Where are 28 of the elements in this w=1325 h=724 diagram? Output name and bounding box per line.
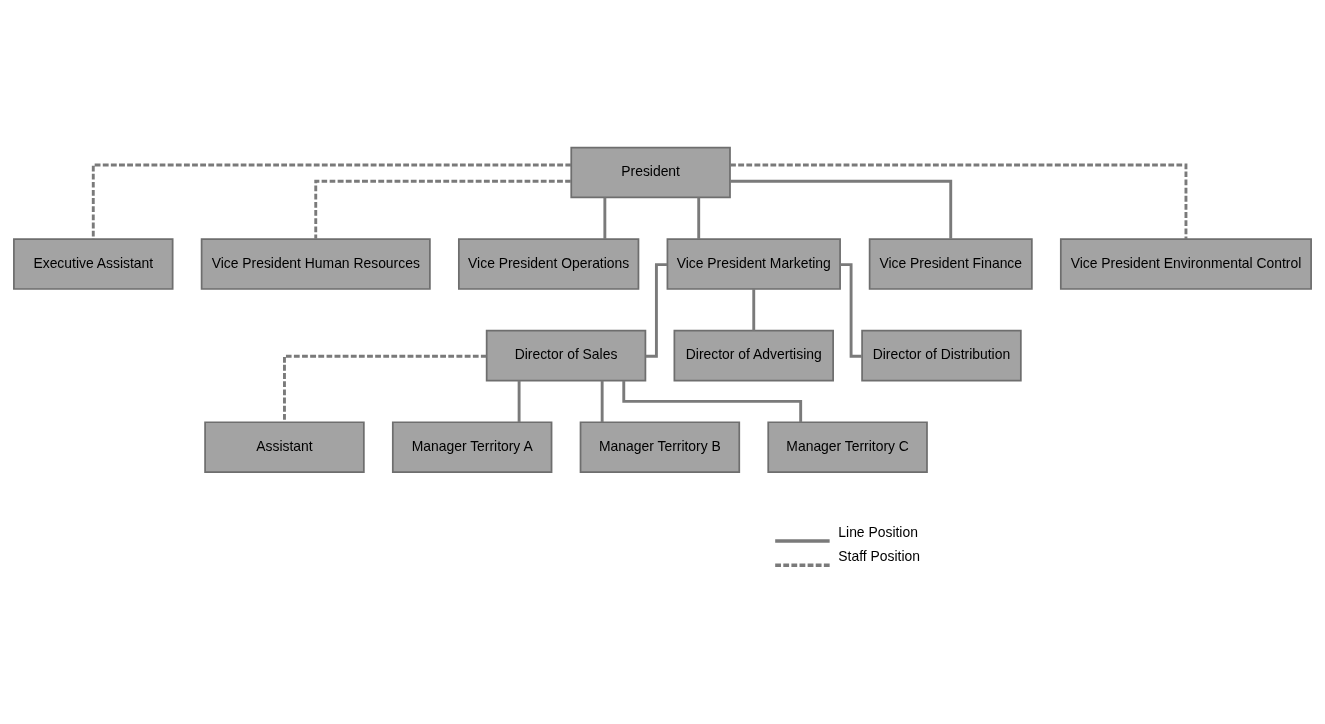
node-box: Manager Territory A: [391, 421, 553, 473]
connector: [730, 179, 953, 239]
connector: [697, 197, 701, 240]
connector: [283, 354, 487, 422]
connector: [517, 380, 521, 423]
connector: [314, 179, 571, 239]
node-box: Director of Distribution: [861, 329, 1022, 382]
node-box: Executive Assistant: [13, 238, 174, 290]
node-box: Director of Sales: [485, 329, 647, 382]
node-box: Director of Advertising: [673, 329, 834, 382]
node-box: Vice President Finance: [868, 238, 1033, 290]
connector: [752, 289, 756, 331]
node-box: Vice President Environmental Control: [1059, 238, 1312, 290]
node-box: Vice President Operations: [458, 238, 640, 290]
connector: [840, 263, 862, 358]
legend-label: Line Position: [838, 523, 918, 540]
connector: [600, 380, 604, 423]
node-box: Vice President Marketing: [666, 238, 841, 290]
connector: [730, 163, 1188, 240]
legend-label: Staff Position: [838, 547, 920, 564]
connector: [603, 197, 607, 240]
node-box: Vice President Human Resources: [200, 238, 431, 290]
node-box: Assistant: [204, 421, 365, 473]
connector: [91, 163, 572, 240]
connector: [645, 263, 668, 358]
node-box: Manager Territory B: [579, 421, 741, 473]
node-box: President: [570, 146, 731, 199]
node-box: Manager Territory C: [767, 421, 928, 473]
